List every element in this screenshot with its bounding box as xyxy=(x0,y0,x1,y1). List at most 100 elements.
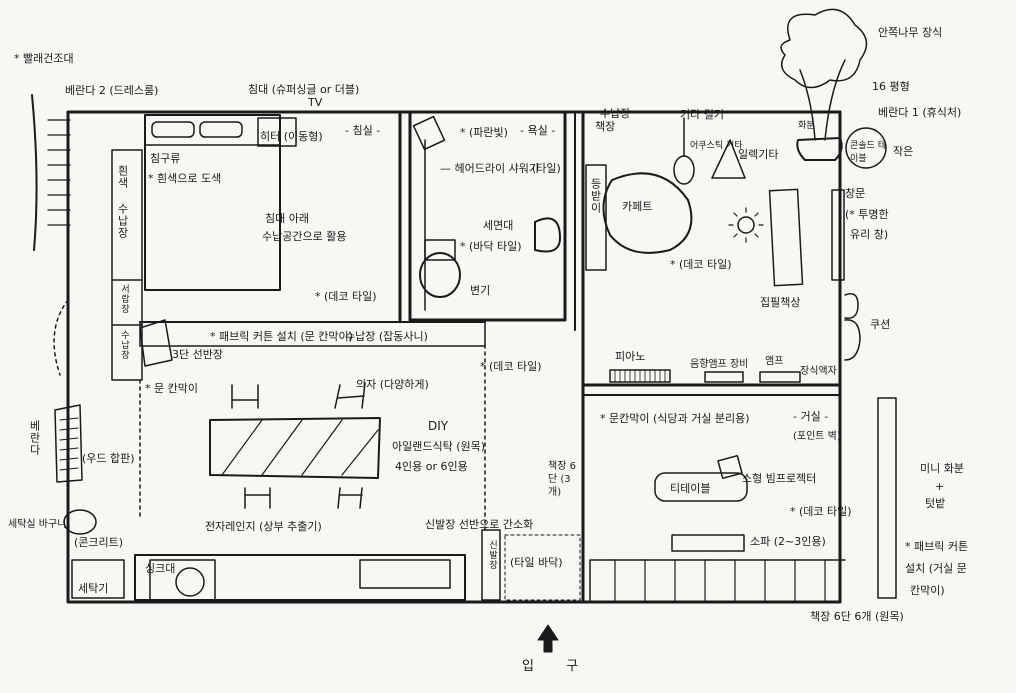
label-balcony1: 베란다 1 (휴식처) xyxy=(878,106,962,119)
label-bathroom: - 욕실 - xyxy=(520,124,556,137)
guitar2-icon xyxy=(711,139,746,179)
label-shelf3: 3단 선반장 xyxy=(172,348,223,361)
label-shoe-rack: 수납장 xyxy=(600,107,631,120)
label-concrete: (콘크리트) xyxy=(74,536,124,549)
label-shoe-v: 신발장 xyxy=(487,540,497,570)
cushion-icon xyxy=(844,293,861,361)
label-bed: 침대 (슈퍼싱글 or 더블) xyxy=(248,83,360,96)
label-closet-v: 흰색 수납장 xyxy=(116,165,129,239)
label-balcony2: 베란다 2 (드레스룸) xyxy=(65,84,159,97)
label-washbasin: 세면대 xyxy=(483,219,514,232)
label-window-detail: (* 투명한 xyxy=(845,208,889,221)
balcony-table xyxy=(845,127,887,169)
label-table2: 4인용 or 6인용 xyxy=(395,460,468,473)
chair-icon xyxy=(231,384,259,409)
label-table: 아일랜드식탁 (원목) xyxy=(392,440,486,453)
label-chair: 의자 (다양하게) xyxy=(356,378,429,391)
label-desk: 집필책상 xyxy=(760,296,801,309)
label-tree: 안쪽나무 장식 xyxy=(878,26,943,39)
lamp-icon xyxy=(737,216,755,234)
label-clothes-drying: * 빨래건조대 xyxy=(14,52,74,65)
label-carpet: 카페트 xyxy=(622,200,653,213)
label-bath-star: * (파란빛) xyxy=(460,126,508,139)
label-sink: 싱크대 xyxy=(145,562,176,575)
label-sofa: 소파 (2~3인용) xyxy=(750,535,826,548)
bathroom-wall xyxy=(408,110,567,322)
label-entrance: 입 구 xyxy=(522,659,593,674)
laundry-basket-icon xyxy=(63,509,97,535)
label-bed-tile: * (데코 타일) xyxy=(315,290,377,303)
label-amp2: 앰프 xyxy=(765,356,784,367)
label-guitar-hook: 기타 걸기 xyxy=(680,108,724,121)
label-door-curtain: * 문 칸막이 xyxy=(145,382,198,395)
label-laundry: 세탁실 바구니 xyxy=(8,519,67,530)
label-wood: (우드 합판) xyxy=(82,452,135,465)
label-projector: 소형 빔프로젝터 xyxy=(742,472,817,485)
label-fabric2: * 패브릭 커튼 xyxy=(905,540,969,553)
toilet-icon xyxy=(419,252,461,298)
label-bath-floor: * (바닥 타일) xyxy=(460,240,522,253)
label-acoustic: 어쿠스틱 기타 xyxy=(690,141,743,151)
washbasin-icon xyxy=(534,217,561,253)
sofa xyxy=(671,534,745,552)
carpet xyxy=(602,172,693,254)
label-bedding: 침구류 xyxy=(150,152,181,165)
guitar-icon xyxy=(673,155,695,185)
label-small: 작은 xyxy=(893,145,914,158)
label-bed-under: 침대 아래 xyxy=(265,212,309,225)
label-fridge: 전자레인지 (상부 추출기) xyxy=(205,520,322,533)
label-bed-storage: 수납공간으로 활용 xyxy=(262,230,347,243)
label-bookshelf6: 책장 6단 (3개) xyxy=(548,461,576,498)
label-drawer-v: 수납장 xyxy=(119,330,129,360)
label-shelf-v: 서랍장 xyxy=(119,284,129,314)
label-toilet: 변기 xyxy=(470,284,491,297)
label-window-detail2: 유리 창) xyxy=(850,228,889,241)
label-curtain-partition: * 문칸막이 (식당과 거실 분리용) xyxy=(600,412,750,425)
bed xyxy=(144,114,281,291)
label-pyeong: 16 평형 xyxy=(872,80,910,93)
label-fabric4: 칸막이) xyxy=(910,584,945,597)
label-tv: TV xyxy=(308,96,323,109)
label-white-paint: * 흰색으로 도색 xyxy=(148,172,222,185)
label-storage-wall: 수납장 (잡동사니) xyxy=(345,330,428,343)
label-shower: — 헤어드라이 샤워기 xyxy=(440,162,539,175)
label-washing: 세탁기 xyxy=(78,582,109,595)
label-fabric: * 패브릭 커튼 설치 (문 칸막이) xyxy=(210,330,353,343)
label-heater: 히터 (이동형) xyxy=(260,130,323,143)
label-piano: 피아노 xyxy=(615,350,646,363)
label-tea-table: 티테이블 xyxy=(670,482,711,495)
label-study: 책장 xyxy=(595,120,616,133)
label-deco-frame: 장식액자 xyxy=(800,366,837,377)
label-shelf-bottom: 책장 6단 6개 (원목) xyxy=(810,610,904,623)
tea-table xyxy=(654,472,748,502)
label-plus: + xyxy=(935,480,945,493)
label-window: 창문 xyxy=(845,187,866,200)
label-mini-pot: 미니 화분 xyxy=(920,462,964,475)
label-veranda-left: 베란다 xyxy=(28,420,41,456)
label-backrest-v: 등받이 xyxy=(589,178,602,214)
label-living: - 거실 - xyxy=(793,410,829,423)
label-plant: 화분 xyxy=(798,121,815,131)
label-shoes: 신발장 선반으로 간소화 xyxy=(425,518,534,531)
desk xyxy=(768,188,804,287)
label-deco-tile3: * (데코 타일) xyxy=(790,505,852,518)
label-balcony-table: 콘솔드 테이블 xyxy=(850,141,886,164)
label-entrance-tile: (타일 바닥) xyxy=(510,556,563,569)
dining-table xyxy=(209,417,381,479)
label-bedroom: - 침실 - xyxy=(345,124,381,137)
label-garden: 텃밭 xyxy=(925,497,946,510)
label-deco-tile: * (데코 타일) xyxy=(670,258,732,271)
label-deco-tile2: * (데코 타일) xyxy=(480,360,542,373)
kitchen-counter xyxy=(134,554,466,601)
label-diy: DIY xyxy=(428,419,449,433)
tree-icon xyxy=(780,8,868,89)
label-fabric3: 설치 (거실 문 xyxy=(905,562,967,575)
label-cushion: 쿠션 xyxy=(870,318,891,331)
washing-machine xyxy=(71,559,125,599)
label-electric: 일렉기타 xyxy=(738,148,779,161)
entrance-arrow-icon xyxy=(537,624,559,653)
label-shower-tile: (타일) xyxy=(532,162,561,175)
label-amp: 음향앰프 장비 xyxy=(690,359,749,370)
planter-icon xyxy=(796,137,843,161)
